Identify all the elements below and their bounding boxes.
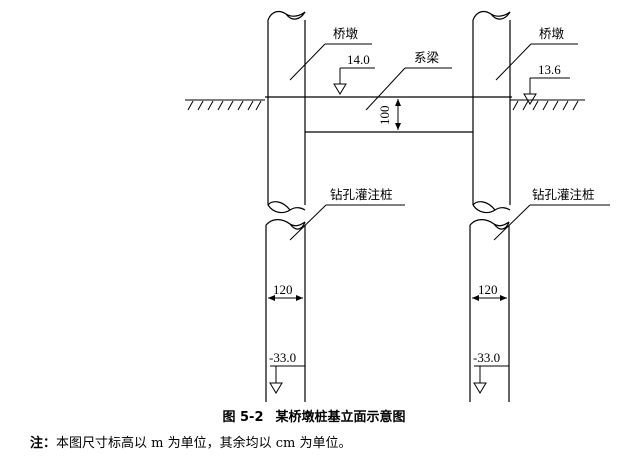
left-pier-leader [289, 43, 326, 81]
left-elevation-value: 14.0 [347, 52, 370, 67]
left-pile-label: 钻孔灌注桩 [330, 187, 393, 202]
note-label: 注： [30, 436, 57, 451]
left-pile-diameter-value: 120 [273, 282, 293, 297]
right-pier-leader [495, 43, 532, 81]
figure-note: 注：本图尺寸标高以 m 为单位，其余均以 cm 为单位。 [30, 432, 351, 451]
pier-pile-elevation-diagram: 桥墩 桥墩 14.0 13.6 系梁 100 钻孔灌注桩 钻孔灌注桩 120 [185, 10, 610, 402]
left-pier-column [267, 10, 306, 214]
right-pier-label: 桥墩 [539, 26, 565, 41]
right-pile [469, 219, 510, 402]
left-pile-leader [289, 204, 327, 241]
ground-left [185, 99, 265, 111]
right-elevation-value: 13.6 [538, 62, 561, 77]
right-pier-column [472, 10, 511, 214]
right-pile-diameter-value: 120 [478, 282, 498, 297]
left-pier-label: 桥墩 [333, 26, 359, 41]
figure-number: 图 5-2 [222, 410, 264, 425]
right-pile-label: 钻孔灌注桩 [532, 187, 595, 202]
right-pile-bottom-mark [473, 365, 509, 394]
figure-title: 某桥墩桩基立面示意图 [275, 410, 406, 425]
right-pile-bottom-value: -33.0 [473, 350, 500, 365]
left-elevation-mark [333, 67, 375, 95]
left-pile [265, 219, 306, 402]
tie-beam-leader [365, 67, 406, 111]
left-pile-bottom-value: -33.0 [269, 350, 296, 365]
right-elevation-mark [523, 77, 570, 105]
figure-caption: 图 5-2 某桥墩桩基立面示意图 [0, 406, 628, 425]
note-text: 本图尺寸标高以 m 为单位，其余均以 cm 为单位。 [56, 436, 352, 451]
tie-beam [265, 96, 512, 133]
tie-beam-height-dimension [390, 96, 404, 133]
tie-beam-label: 系梁 [414, 50, 440, 65]
left-pile-bottom-mark [269, 365, 305, 394]
tie-beam-height-value: 100 [377, 106, 392, 126]
right-pile-leader [493, 204, 531, 241]
ground-right [510, 99, 585, 111]
